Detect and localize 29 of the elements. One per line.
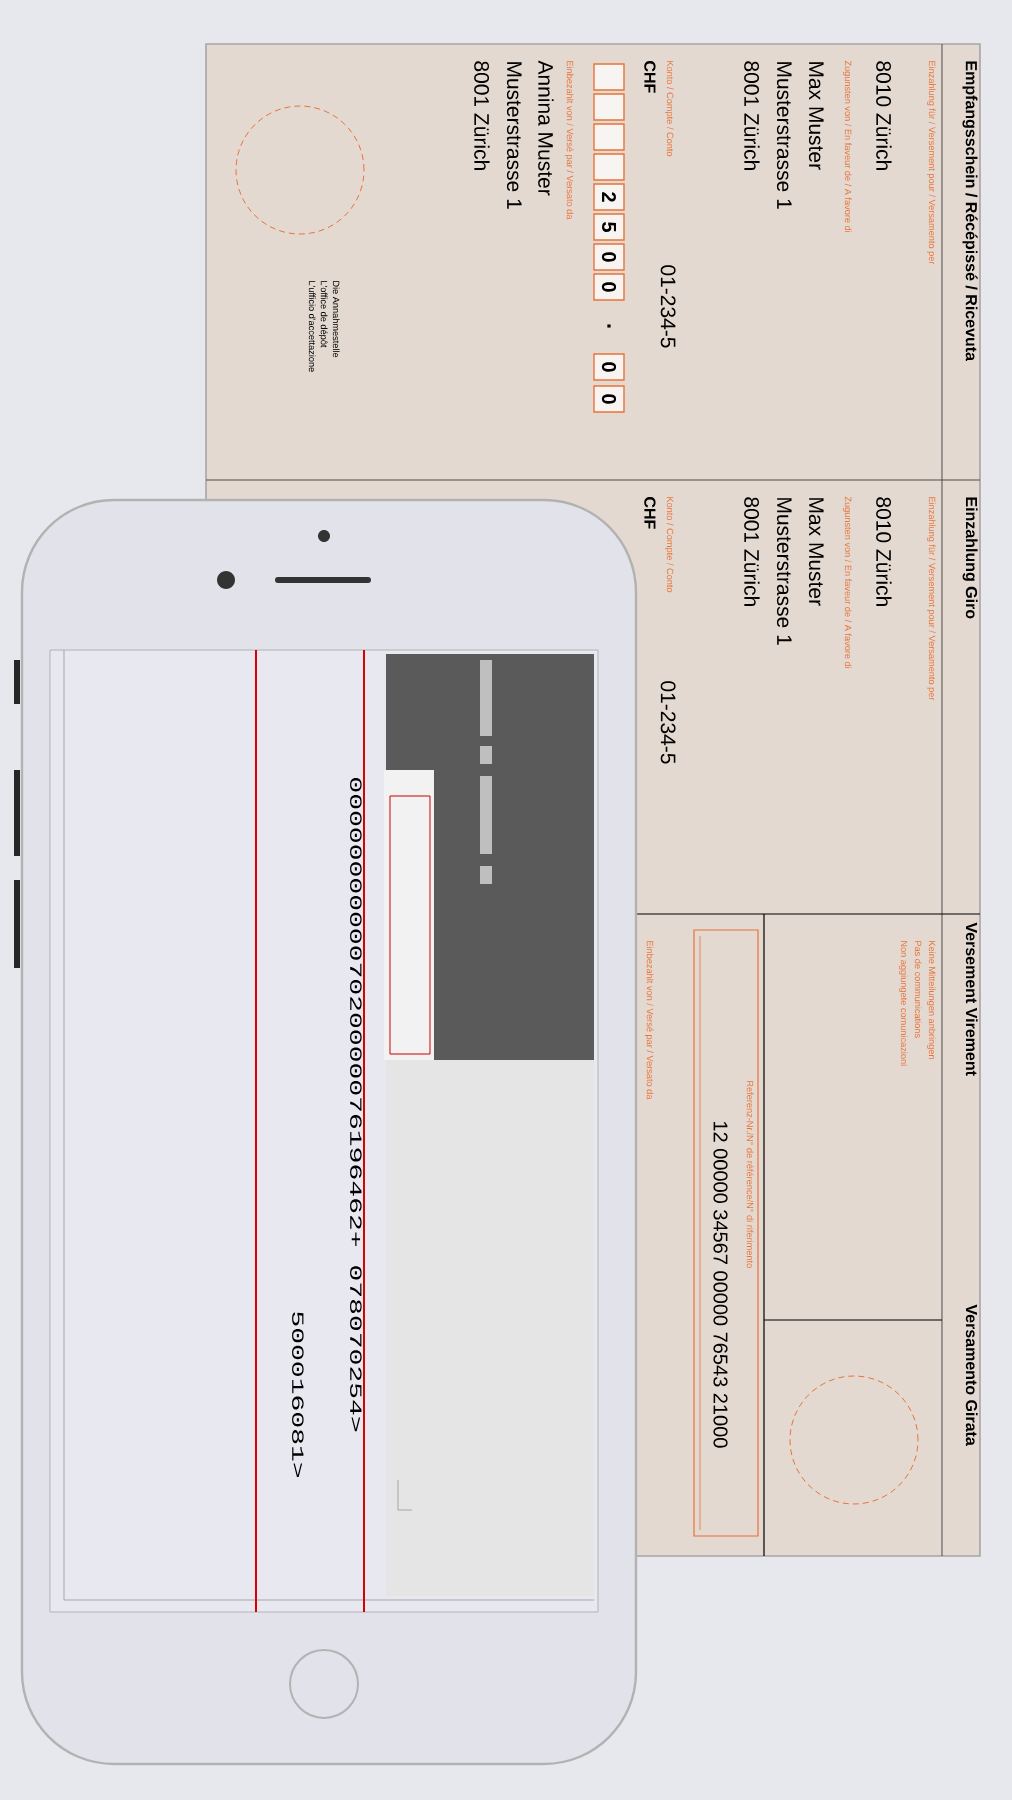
header-text: Versamento Girata bbox=[965, 1304, 978, 1446]
address-text: 8001 Zürich bbox=[744, 497, 760, 606]
amount-box: 0 bbox=[593, 353, 625, 381]
amount-box: 0 bbox=[593, 385, 625, 413]
address-text: 01-234-5 bbox=[660, 265, 676, 348]
address-text: 8010 Zürich bbox=[876, 61, 892, 170]
amount-box: 2 bbox=[593, 183, 625, 211]
code-line-text: 500016081> bbox=[292, 1312, 304, 1478]
address-text: Musterstrasse 1 bbox=[506, 62, 522, 209]
currency-text: CHF bbox=[644, 497, 656, 529]
header-text: Empfangsschein / Récépissé / Ricevuta bbox=[962, 61, 978, 362]
reference-number: 12 00000 34567 00000 76543 21000 bbox=[713, 1121, 728, 1448]
amount-box: 0 bbox=[593, 273, 625, 301]
address-text: Max Muster bbox=[808, 62, 824, 170]
address-text: 8001 Zürich bbox=[474, 61, 490, 170]
currency-text: CHF bbox=[644, 61, 656, 93]
header-text: Einzahlung Giro bbox=[962, 497, 978, 619]
decimal-point: . bbox=[607, 324, 611, 328]
code-line-text: 000000000007020000076196462+ 078070254> bbox=[350, 778, 362, 1432]
amount-box: 0 bbox=[593, 243, 625, 271]
amount-box: 5 bbox=[593, 213, 625, 241]
address-text: 8001 Zürich bbox=[744, 61, 760, 170]
address-text: Musterstrasse 1 bbox=[776, 498, 792, 645]
address-text: 8010 Zürich bbox=[876, 497, 892, 606]
address-text: Max Muster bbox=[808, 498, 824, 606]
address-text: Musterstrasse 1 bbox=[776, 62, 792, 209]
address-text: Annina Muster bbox=[538, 60, 554, 196]
header-text: Versement Virement bbox=[965, 922, 978, 1076]
address-text: 01-234-5 bbox=[660, 681, 676, 764]
